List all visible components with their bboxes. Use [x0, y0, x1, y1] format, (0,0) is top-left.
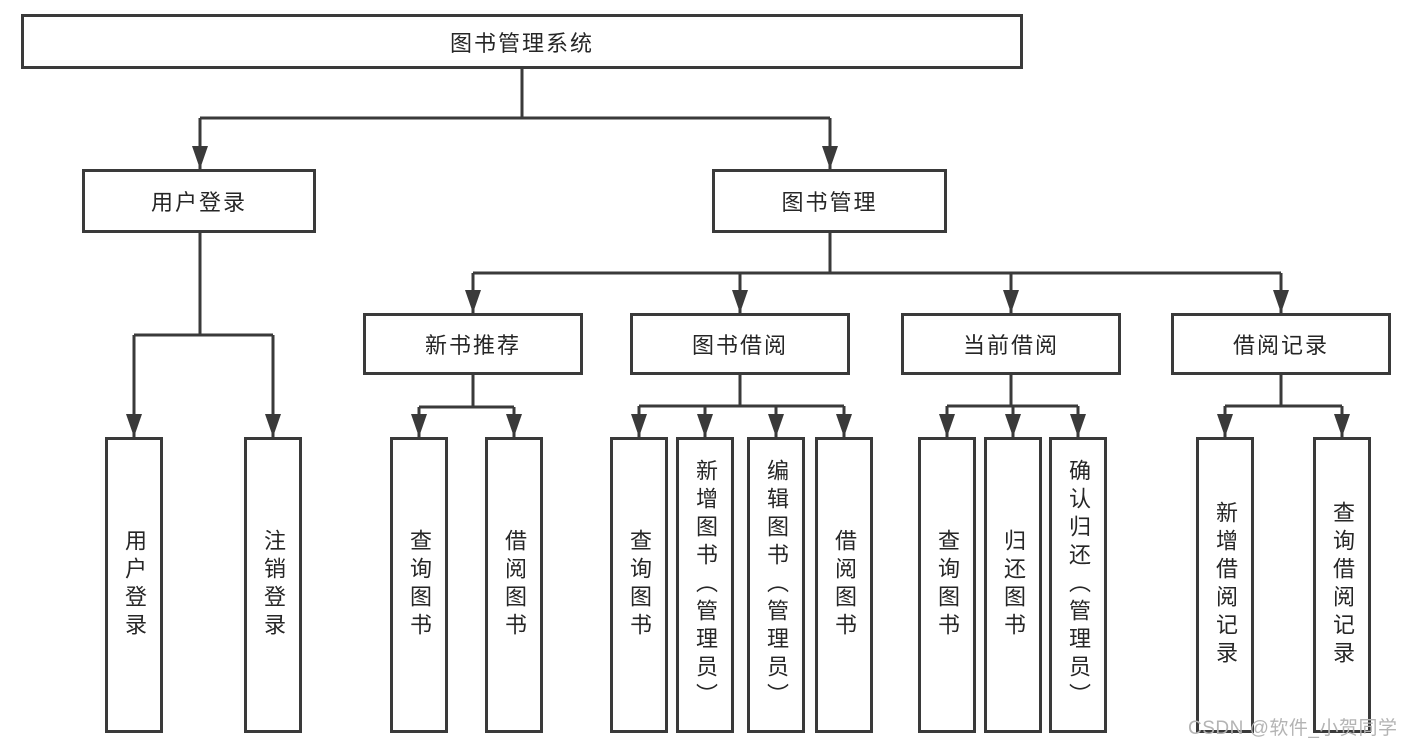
leaf-add-borrow-record: 新增借阅记录: [1196, 437, 1254, 733]
leaf-newrec-borrow-book: 借阅图书: [485, 437, 543, 733]
csdn-watermark: CSDN @软件_小贺同学: [1188, 718, 1398, 739]
node-current-borrow: 当前借阅: [901, 313, 1121, 375]
leaf-user-login: 用户登录: [105, 437, 163, 733]
node-user-login: 用户登录: [82, 169, 316, 233]
connector-trunks: [134, 69, 1342, 409]
leaf-return-book: 归还图书: [984, 437, 1042, 733]
node-book-borrow: 图书借阅: [630, 313, 850, 375]
node-root: 图书管理系统: [21, 14, 1023, 69]
node-borrow-records: 借阅记录: [1171, 313, 1391, 375]
leaf-borrow-query-book: 查询图书: [610, 437, 668, 733]
leaf-confirm-return-admin: 确认归还（管理员）: [1049, 437, 1107, 733]
leaf-borrow-book: 借阅图书: [815, 437, 873, 733]
leaf-current-query-book: 查询图书: [918, 437, 976, 733]
leaf-edit-book-admin: 编辑图书（管理员）: [747, 437, 805, 733]
node-new-book-recommend: 新书推荐: [363, 313, 583, 375]
leaf-add-book-admin: 新增图书（管理员）: [676, 437, 734, 733]
leaf-newrec-query-book: 查询图书: [390, 437, 448, 733]
leaf-query-borrow-record: 查询借阅记录: [1313, 437, 1371, 733]
node-book-management: 图书管理: [712, 169, 947, 233]
leaf-logout: 注销登录: [244, 437, 302, 733]
